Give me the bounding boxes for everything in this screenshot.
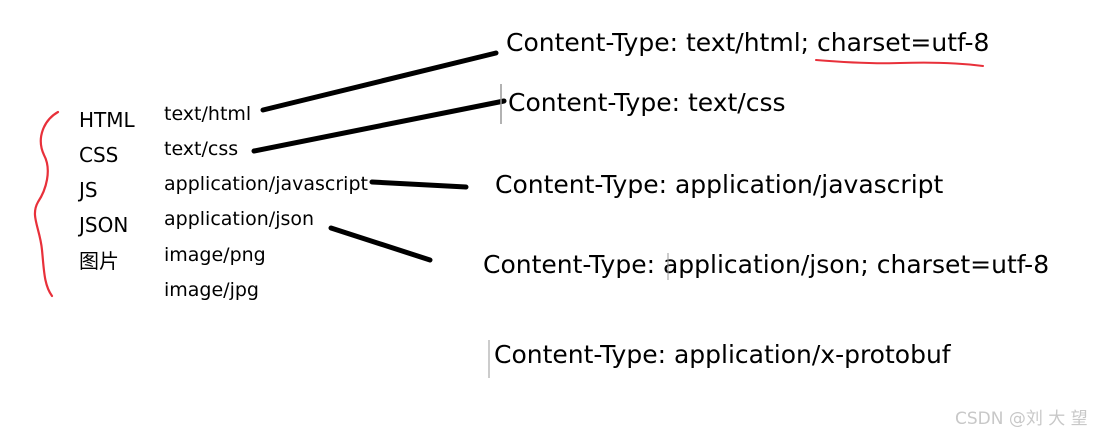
mime-application-json: application/json	[164, 208, 315, 230]
red-bracket	[33, 110, 60, 298]
connector-javascript	[369, 179, 469, 190]
mime-application-javascript: application/javascript	[164, 173, 368, 195]
header-html: Content-Type: text/html; charset=utf-8	[506, 28, 990, 57]
type-html: HTML	[79, 108, 135, 132]
mime-text-css: text/css	[164, 138, 239, 160]
header-json: Content-Type: application/json; charset=…	[483, 250, 1050, 279]
connector-html	[260, 50, 499, 113]
charset-underline	[815, 59, 984, 67]
mime-text-html: text/html	[164, 103, 252, 125]
mime-image-png: image/png	[164, 244, 266, 266]
header-css: Content-Type: text/css	[508, 88, 786, 117]
type-js: JS	[79, 178, 98, 202]
type-image: 图片	[79, 249, 119, 273]
header-protobuf: Content-Type: application/x-protobuf	[494, 340, 951, 369]
type-css: CSS	[79, 143, 119, 167]
mime-image-jpg: image/jpg	[164, 279, 259, 301]
type-json: JSON	[79, 213, 129, 237]
header-javascript: Content-Type: application/javascript	[495, 170, 944, 199]
watermark: CSDN @刘 大 望	[955, 409, 1088, 429]
connector-json	[328, 225, 433, 263]
connector-css	[251, 98, 507, 154]
